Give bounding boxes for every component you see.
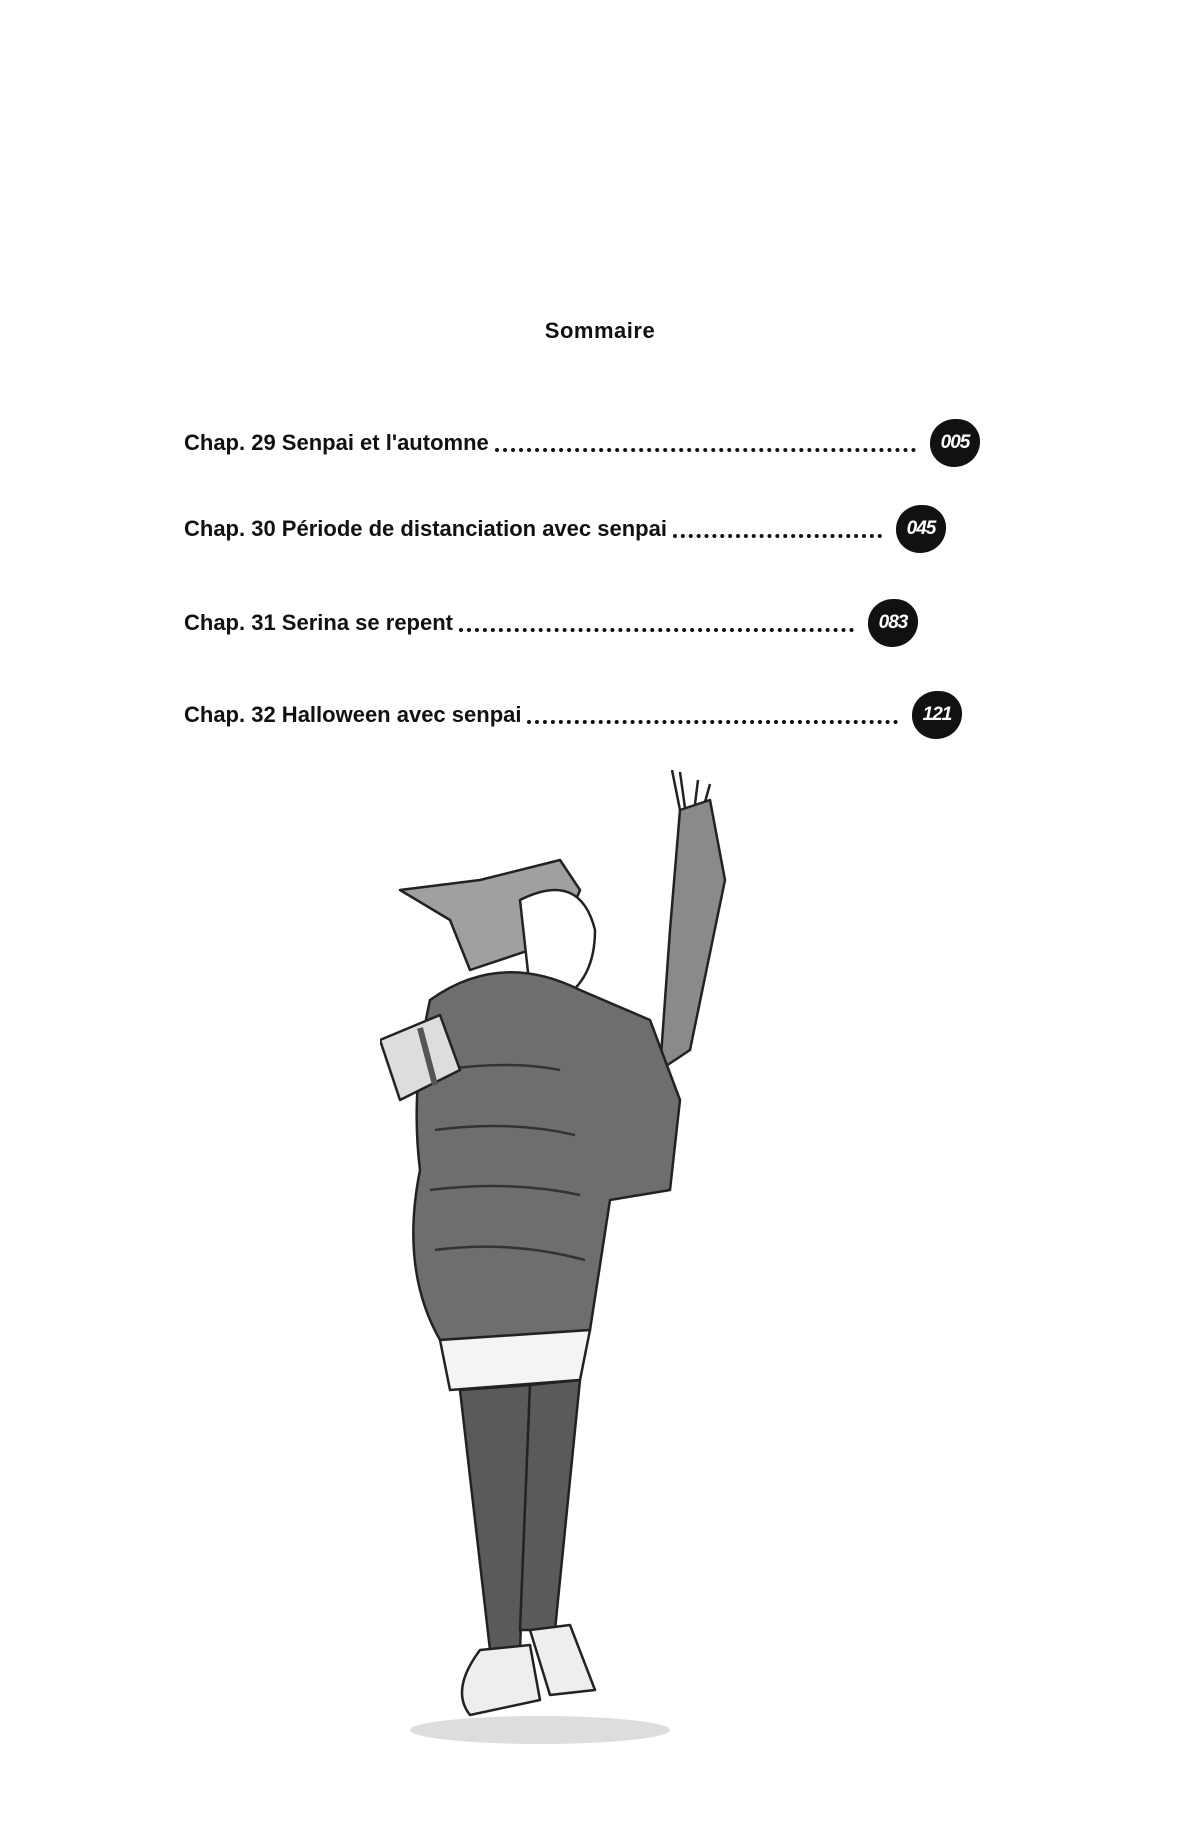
page-title: Sommaire (544, 318, 656, 343)
leader-dots (459, 628, 854, 632)
right-leg (518, 1378, 582, 1632)
ground-shadow (410, 1716, 670, 1744)
page-number-badge: 045 (896, 505, 946, 553)
chapter-label: Chap. 30 Période de distanciation avec s… (184, 516, 667, 541)
page-number-badge: 005 (930, 419, 980, 467)
gift-box (380, 1013, 462, 1102)
fingers (670, 770, 712, 811)
toc-entry-32[interactable]: Chap. 32 Halloween avec senpai 121 (184, 690, 962, 740)
left-leg (458, 1383, 532, 1652)
gift-ribbon (417, 1027, 438, 1086)
leader-dots (494, 448, 916, 452)
character-illustration (380, 770, 727, 1744)
toc-entry-31[interactable]: Chap. 31 Serina se repent 083 (184, 598, 918, 648)
puffer-jacket (412, 970, 682, 1342)
raised-arm (658, 798, 727, 1072)
chapter-label: Chap. 32 Halloween avec senpai (184, 702, 522, 727)
left-sneaker (460, 1643, 542, 1717)
page-number-badge: 121 (912, 691, 962, 739)
jacket-quilting (429, 1063, 586, 1262)
toc-entry-29[interactable]: Chap. 29 Senpai et l'automne 005 (184, 418, 980, 468)
right-sneaker (528, 1623, 597, 1697)
leader-dots (527, 720, 898, 724)
chapter-label: Chap. 29 Senpai et l'automne (184, 430, 489, 455)
chapter-label: Chap. 31 Serina se repent (184, 610, 453, 635)
page-number-badge: 083 (868, 599, 918, 647)
leader-dots (672, 534, 882, 538)
toc-entry-30[interactable]: Chap. 30 Période de distanciation avec s… (184, 504, 946, 554)
